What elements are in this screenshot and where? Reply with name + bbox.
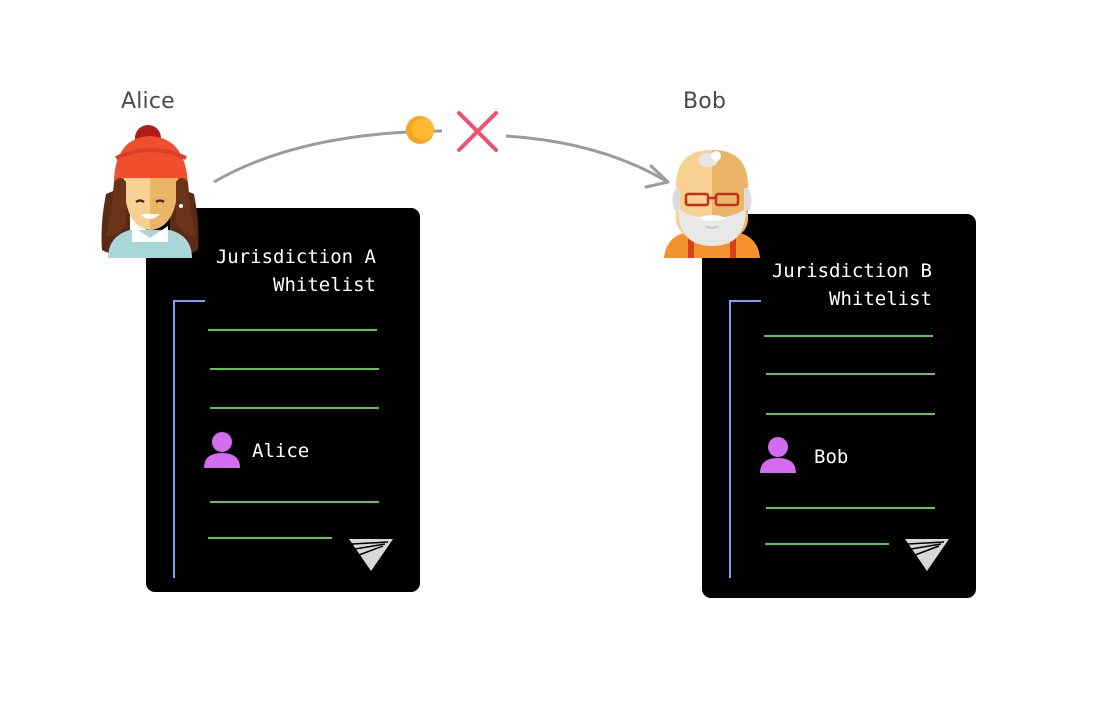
card-a-title: Jurisdiction A Whitelist <box>216 243 376 299</box>
card-a-title-line1: Jurisdiction A <box>215 246 376 268</box>
card-b-line <box>766 413 935 415</box>
card-a-line <box>208 537 332 539</box>
card-b-bracket <box>729 300 761 578</box>
bob-name: Bob <box>683 89 727 114</box>
arrow-path-left <box>213 129 443 184</box>
sail-logo-icon <box>349 539 393 571</box>
card-b-title-line1: Jurisdiction B <box>771 260 932 282</box>
card-b-line <box>766 507 935 509</box>
card-a-line <box>208 329 377 331</box>
arrowhead <box>644 164 670 189</box>
card-b-title-line2: Whitelist <box>829 288 932 310</box>
coin-icon <box>406 116 434 144</box>
card-b-line <box>764 335 933 337</box>
card-a-line <box>210 368 379 370</box>
whitelist-card-b: Jurisdiction B Whitelist Bob <box>702 214 976 598</box>
user-icon <box>760 437 796 473</box>
card-a-title-line2: Whitelist <box>273 274 376 296</box>
alice-name: Alice <box>121 89 175 114</box>
card-a-bracket <box>173 300 205 578</box>
sail-logo-icon <box>905 539 949 571</box>
card-b-line <box>765 543 889 545</box>
user-icon <box>204 432 240 468</box>
card-b-line <box>766 373 935 375</box>
woman-avatar-icon <box>101 125 199 258</box>
card-b-entry-label: Bob <box>814 446 849 468</box>
whitelist-card-a: Jurisdiction A Whitelist Alice <box>146 208 420 592</box>
arrow-path-right <box>505 134 667 183</box>
card-b-title: Jurisdiction B Whitelist <box>772 257 932 313</box>
card-a-line <box>210 501 379 503</box>
card-a-entry-label: Alice <box>252 440 310 462</box>
old-man-avatar-icon <box>664 150 760 258</box>
x-icon <box>457 111 498 152</box>
card-a-line <box>210 407 379 409</box>
